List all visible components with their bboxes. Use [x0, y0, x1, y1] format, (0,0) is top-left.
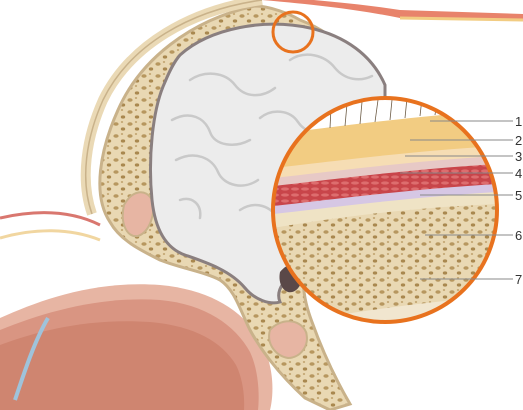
magnified-view — [273, 98, 497, 330]
label-1: 1 — [515, 114, 522, 129]
nasal-mucosa — [0, 284, 272, 410]
label-3: 3 — [515, 149, 522, 164]
label-2: 2 — [515, 133, 522, 148]
layer-labels: 1 2 3 4 5 6 7 — [515, 114, 522, 287]
scalp-top — [262, 0, 523, 20]
label-6: 6 — [515, 228, 522, 243]
label-5: 5 — [515, 188, 522, 203]
label-7: 7 — [515, 272, 522, 287]
label-4: 4 — [515, 166, 522, 181]
